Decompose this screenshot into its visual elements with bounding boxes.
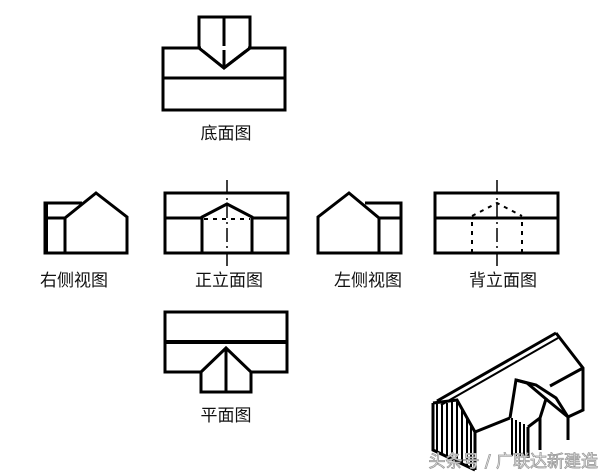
front-elevation-label: 正立面图 (195, 271, 263, 291)
left-side-view: 左侧视图 (316, 191, 403, 291)
back-elevation: 背立面图 (433, 180, 560, 291)
watermark: 头条号 / 广联达新建造 (428, 452, 598, 472)
plan-view-label: 平面图 (201, 406, 252, 426)
back-elevation-label: 背立面图 (469, 271, 537, 291)
hatching (436, 402, 525, 468)
right-side-view-label: 右侧视图 (40, 271, 108, 291)
bottom-view: 底面图 (161, 15, 287, 144)
left-side-view-label: 左侧视图 (334, 271, 402, 291)
plan-view: 平面图 (163, 310, 289, 426)
isometric-view (431, 331, 585, 472)
front-elevation: 正立面图 (163, 180, 290, 291)
right-side-view: 右侧视图 (40, 191, 129, 291)
bottom-view-label: 底面图 (201, 124, 252, 144)
